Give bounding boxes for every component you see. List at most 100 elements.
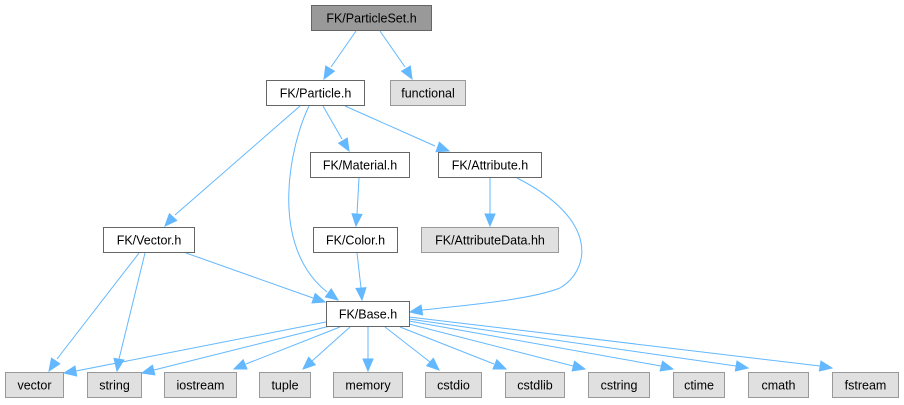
edge-line: [174, 105, 301, 216]
edge-line: [75, 321, 327, 372]
arrowhead-icon: [818, 360, 834, 372]
node-color[interactable]: FK/Color.h: [313, 227, 398, 253]
arrowhead-icon: [355, 287, 367, 302]
node-label: functional: [401, 87, 455, 101]
node-box: [164, 372, 237, 398]
node-label: FK/ParticleSet.h: [326, 12, 416, 26]
arrowhead-icon: [351, 213, 363, 228]
edge-line: [384, 326, 431, 363]
node-box: [259, 372, 311, 398]
node-box: [425, 372, 482, 398]
edge-base-to-ctime: [408, 320, 675, 372]
edge-line: [330, 30, 357, 68]
node-label: FK/AttributeData.hh: [435, 234, 545, 248]
node-box: [505, 372, 565, 398]
arrowhead-icon: [311, 292, 327, 304]
edge-line: [421, 177, 583, 311]
edge-line: [408, 320, 662, 367]
arrowhead-icon: [492, 358, 508, 370]
arrowhead-icon: [734, 360, 750, 372]
node-particle[interactable]: FK/Particle.h: [266, 80, 365, 106]
arrowhead-icon: [164, 212, 178, 227]
node-particleset[interactable]: FK/ParticleSet.h: [311, 5, 432, 31]
arrowhead-icon: [484, 213, 496, 228]
node-label: FK/Vector.h: [117, 234, 182, 248]
arrowhead-icon: [113, 357, 125, 373]
edge-line: [356, 252, 362, 289]
edge-line: [56, 252, 140, 360]
edge-vector_h-to-vector: [48, 252, 140, 373]
node-box: [103, 227, 195, 253]
arrowhead-icon: [48, 357, 61, 373]
edge-line: [399, 326, 495, 365]
node-label: string: [99, 379, 130, 393]
edge-line: [379, 30, 406, 68]
edge-base-to-tuple: [302, 326, 351, 370]
node-box: [311, 5, 432, 31]
node-material[interactable]: FK/Material.h: [310, 152, 410, 178]
edge-vector_h-to-string: [113, 252, 146, 373]
node-functional: functional: [390, 80, 466, 106]
node-label: cstring: [601, 379, 638, 393]
node-base[interactable]: FK/Base.h: [326, 301, 410, 327]
edge-line: [153, 325, 331, 371]
node-box: [832, 372, 899, 398]
node-label: tuple: [271, 379, 298, 393]
edge-particleset-to-functional: [379, 30, 413, 81]
edge-line: [408, 316, 821, 367]
edge-line: [118, 252, 146, 360]
node-label: FK/Attribute.h: [452, 159, 528, 173]
node-box: [421, 227, 559, 253]
edge-base-to-iostream: [232, 326, 341, 370]
node-string: string: [87, 372, 142, 398]
node-cstdio: cstdio: [425, 372, 482, 398]
node-attribute[interactable]: FK/Attribute.h: [438, 152, 542, 178]
node-box: [87, 372, 142, 398]
edge-attribute-to-attributedata: [484, 178, 496, 228]
node-label: cstdlib: [517, 379, 552, 393]
arrowhead-icon: [302, 356, 317, 370]
edge-color-to-base: [355, 252, 367, 302]
node-box: [310, 152, 410, 178]
node-box: [326, 301, 410, 327]
edge-base-to-string: [140, 325, 331, 376]
arrowhead-icon: [62, 365, 78, 377]
edge-base-to-cmath: [408, 318, 750, 372]
node-label: vector: [17, 379, 51, 393]
arrowhead-icon: [232, 358, 248, 370]
node-cmath: cmath: [748, 372, 809, 398]
arrowhead-icon: [324, 287, 340, 301]
edge-particle-to-base: [288, 105, 340, 301]
arrowhead-icon: [362, 358, 374, 373]
arrowhead-icon: [659, 360, 675, 372]
arrowhead-icon: [140, 364, 156, 376]
edge-particle-to-material: [322, 105, 350, 153]
edges-layer: [48, 30, 834, 377]
node-label: memory: [345, 379, 391, 393]
edge-base-to-vector: [62, 321, 327, 377]
edge-base-to-memory: [362, 327, 374, 373]
arrowhead-icon: [571, 360, 587, 372]
edge-line: [322, 105, 343, 140]
node-attributedata: FK/AttributeData.hh: [421, 227, 559, 253]
nodes-layer: FK/ParticleSet.hFK/Particle.h functionalF…: [5, 5, 899, 398]
node-ctime: ctime: [673, 372, 725, 398]
edge-line: [311, 326, 351, 362]
edge-base-to-cstring: [408, 323, 587, 372]
edge-particle-to-vector_h: [164, 105, 301, 227]
node-label: iostream: [177, 379, 225, 393]
arrowhead-icon: [337, 137, 350, 153]
node-box: [333, 372, 403, 398]
edge-line: [185, 252, 314, 299]
node-vector-h[interactable]: FK/Vector.h: [103, 227, 195, 253]
node-tuple: tuple: [259, 372, 311, 398]
edge-line: [408, 318, 737, 367]
edge-line: [408, 323, 574, 367]
node-label: cstdio: [437, 379, 470, 393]
arrowhead-icon: [400, 65, 413, 81]
edge-line: [245, 326, 341, 365]
node-label: cmath: [761, 379, 795, 393]
arrowhead-icon: [435, 141, 451, 153]
node-box: [438, 152, 542, 178]
